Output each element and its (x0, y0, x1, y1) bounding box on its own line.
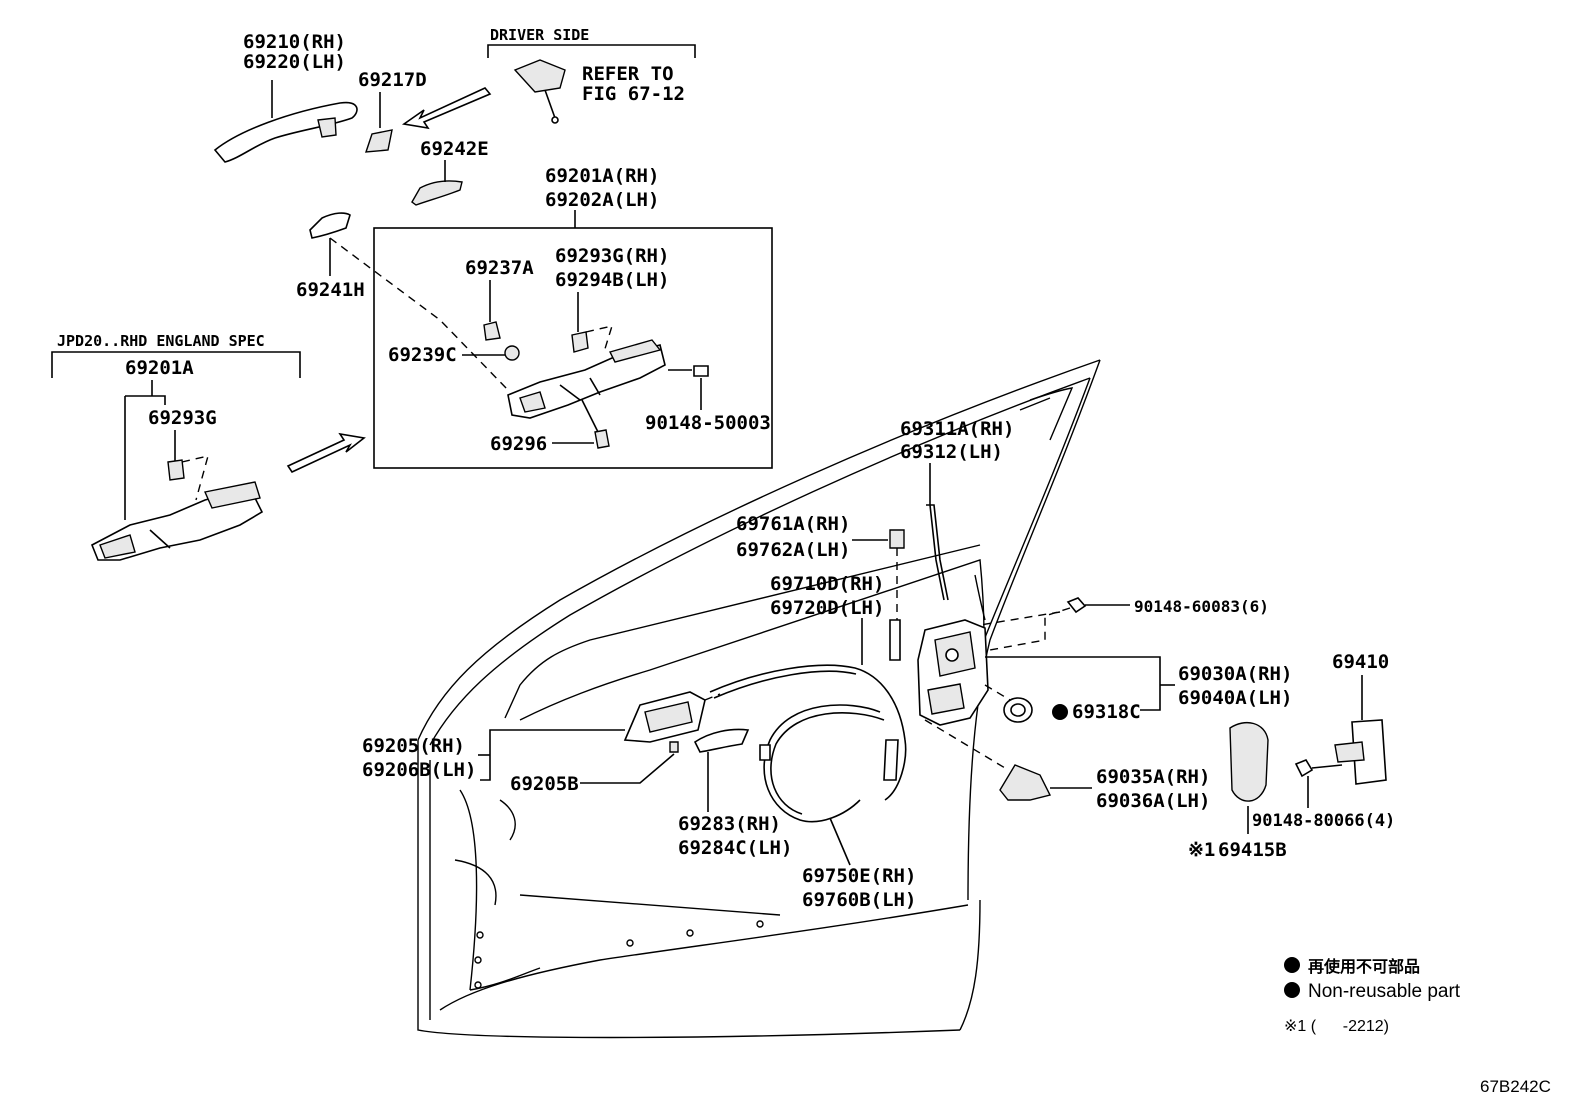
bezel-69283-part (693, 728, 750, 753)
label-69283: 69283(RH) (678, 813, 781, 835)
screw-90148-80066-part (1294, 759, 1314, 778)
label-69210: 69210(RH) (243, 31, 346, 53)
label-69241h: 69241H (296, 279, 365, 301)
label-69201a-rh: 69201A(RH) (545, 165, 659, 187)
legend-bullet-en-icon (1284, 982, 1300, 998)
clip-69761a-part (889, 529, 905, 549)
cushion-69239c-part (504, 345, 520, 361)
frame-assembly-eng-part (90, 481, 264, 561)
label-69206b-lh: 69206B(LH) (362, 759, 476, 781)
handle-cap-part (364, 92, 393, 153)
gasket-69241h-part (309, 212, 351, 276)
clip-69237a-part (483, 321, 501, 341)
label-69710d: 69710D(RH) (770, 573, 884, 595)
frame-assembly-part (507, 339, 666, 419)
label-69242e: 69242E (420, 138, 489, 160)
label-69030a: 69030A(RH) (1178, 663, 1292, 685)
label-69220: 69220(LH) (243, 51, 346, 73)
driver-side-arrow (401, 87, 492, 130)
label-69761a: 69761A(RH) (736, 513, 850, 535)
label-69205b: 69205B (510, 773, 579, 795)
door-lock-assembly-part (917, 619, 989, 726)
shim-69415b-part (1229, 721, 1269, 802)
label-69040a: 69040A(LH) (1178, 687, 1292, 709)
label-69762a: 69762A(LH) (736, 539, 850, 561)
dashed-leader (329, 237, 509, 391)
label-69296: 69296 (490, 433, 547, 455)
bracket-69293g-eng-part (167, 459, 185, 481)
label-69312: 69312(LH) (900, 441, 1003, 463)
bracket-69293g-part (571, 331, 589, 353)
key-cylinder-part (513, 59, 566, 124)
legend-en: Non-reusable part (1308, 981, 1461, 1002)
lock-cable-part (709, 619, 907, 801)
label-69293g: 69293G (148, 407, 217, 429)
label-90148-50003: 90148-50003 (645, 412, 771, 434)
label-driver-side: DRIVER SIDE (490, 26, 589, 44)
label-jpd-spec: JPD20..RHD ENGLAND SPEC (57, 332, 265, 350)
inside-handle-part (623, 691, 706, 743)
legend-note: ※1 ( -2212) (1284, 1018, 1389, 1035)
arrow-to-frame-box (286, 432, 366, 474)
label-69294b-lh: 69294B(LH) (555, 269, 669, 291)
label-69415b-mark: ※1 (1188, 839, 1215, 861)
cap-69205b-part (669, 741, 679, 753)
label-69217d: 69217D (358, 69, 427, 91)
label-69239c: 69239C (388, 344, 457, 366)
label-90148-80066: 90148-80066(4) (1252, 811, 1395, 831)
label-90148-60083: 90148-60083(6) (1134, 597, 1269, 616)
label-69202a-lh: 69202A(LH) (545, 189, 659, 211)
inside-cable-part (759, 704, 885, 823)
outside-handle-part (213, 80, 358, 163)
door-striker-part (1334, 719, 1387, 785)
label-69410: 69410 (1332, 651, 1389, 673)
protector-69035a-part (999, 764, 1052, 801)
gasket-69242e-part (411, 160, 463, 206)
label-refer-to: REFER TO (582, 63, 674, 85)
non-reusable-marker-icon (1052, 704, 1068, 720)
label-fig: FIG 67-12 (582, 83, 685, 105)
screw-90148-50003-part (693, 365, 709, 377)
frame-assembly-box (373, 227, 773, 469)
label-69035a: 69035A(RH) (1096, 766, 1210, 788)
label-69237a: 69237A (465, 257, 534, 279)
label-69750e: 69750E(RH) (802, 865, 916, 887)
legend-jp: 再使用不可部品 (1308, 957, 1420, 976)
england-spec-bracket (51, 351, 301, 378)
figure-code: 67B242C (1480, 1077, 1551, 1096)
label-69415b: 69415B (1218, 839, 1287, 861)
label-69760b: 69760B(LH) (802, 889, 916, 911)
label-69318c: 69318C (1072, 701, 1141, 723)
driver-side-bracket (487, 44, 696, 58)
label-69293g-rh: 69293G(RH) (555, 245, 669, 267)
label-69036a: 69036A(LH) (1096, 790, 1210, 812)
bolt-69296-part (594, 429, 610, 449)
front-door-outline (417, 359, 1101, 1039)
label-69284c: 69284C(LH) (678, 837, 792, 859)
screw-90148-60083-part (1066, 597, 1130, 614)
label-69720d: 69720D(LH) (770, 597, 884, 619)
label-69205-rh: 69205(RH) (362, 735, 465, 757)
legend-bullet-jp-icon (1284, 957, 1300, 973)
label-69201a: 69201A (125, 357, 194, 379)
label-69311a: 69311A(RH) (900, 418, 1014, 440)
lock-rod-part (926, 504, 949, 601)
